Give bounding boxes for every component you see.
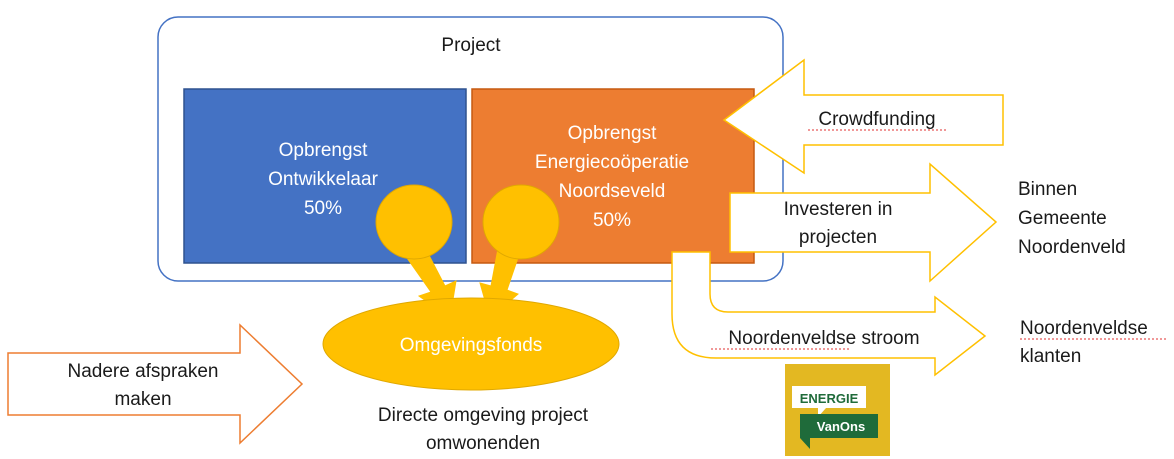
klanten-line1: Noordenveldse	[1020, 318, 1148, 339]
afspraken-line1: Nadere afspraken	[67, 361, 218, 382]
afspraken-arrow	[7, 323, 304, 445]
coop-line2: Energiecoöperatie	[535, 152, 689, 173]
developer-line2: Ontwikkelaar	[268, 169, 378, 190]
logo-text-bottom: VanOns	[817, 419, 865, 434]
coop-share: 50%	[593, 210, 631, 231]
omgevingsfonds-ellipse	[322, 297, 620, 391]
developer-contribution-ball	[375, 184, 453, 260]
binnen-line3: Noordenveld	[1018, 237, 1126, 258]
project-title: Project	[441, 35, 501, 56]
invest-line2: projecten	[799, 227, 877, 248]
binnen-line2: Gemeente	[1018, 208, 1107, 229]
coop-contribution-ball	[482, 184, 560, 260]
logo-background	[785, 364, 890, 456]
afspraken-line2: maken	[114, 389, 171, 410]
omgevingsfonds-label: Omgevingsfonds	[400, 335, 543, 356]
developer-line1: Opbrengst	[279, 140, 368, 161]
klanten-line2: klanten	[1020, 346, 1081, 367]
crowdfunding-label: Crowdfunding	[818, 109, 935, 130]
invest-line1: Investeren in	[784, 199, 893, 220]
invest-arrow	[729, 162, 998, 283]
omgeving-line2: omwonenden	[426, 433, 540, 454]
logo-speech-bubble-bottom	[800, 414, 878, 449]
binnen-line1: Binnen	[1018, 179, 1077, 200]
logo-text-top: ENERGIE	[800, 391, 859, 406]
coop-line1: Opbrengst	[568, 123, 657, 144]
stroom-label: Noordenveldse stroom	[728, 328, 919, 349]
energie-vanons-logo: ENERGIE VanOns	[785, 364, 890, 456]
logo-speech-bubble-top	[792, 386, 866, 417]
developer-share: 50%	[304, 198, 342, 219]
coop-line3: Noordseveld	[559, 181, 666, 202]
omgeving-line1: Directe omgeving project	[378, 405, 589, 426]
stroom-arrow	[671, 251, 987, 377]
crowdfunding-arrow	[722, 58, 1004, 175]
